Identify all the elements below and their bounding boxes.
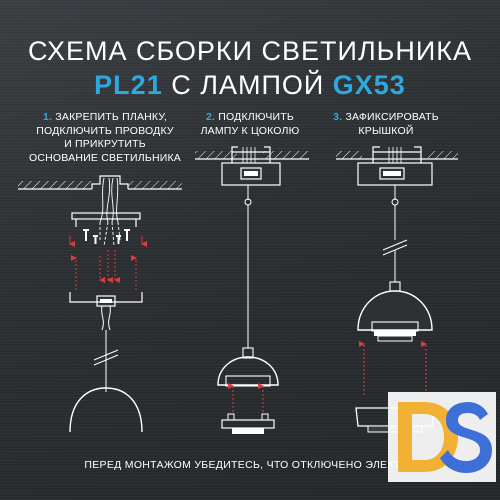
step-3-line-1: 3. ЗАФИКСИРОВАТЬ <box>333 111 439 123</box>
step-2-number: 2. <box>206 111 216 123</box>
safety-warning: ПЕРЕД МОНТАЖОМ УБЕДИТЕСЬ, ЧТО ОТКЛЮЧЕНО … <box>84 459 416 471</box>
step-1-line-2: ПОДКЛЮЧИТЬ ПРОВОДКУ <box>36 124 174 137</box>
arrows-step-2 <box>228 383 264 412</box>
model-name: PL21 <box>94 70 163 100</box>
step-3-caption: 3. ЗАФИКСИРОВАТЬ КРЫШКОЙ <box>318 111 454 138</box>
arrows-step-3 <box>359 341 427 395</box>
step-3-number: 3. <box>333 111 343 123</box>
title-line-1: СХЕМА СБОРКИ СВЕТИЛЬНИКА <box>27 36 473 66</box>
step-3-illustration <box>336 146 458 433</box>
step-1-illustration <box>18 175 182 433</box>
lampshade-3 <box>357 281 433 342</box>
step-1-line-3: И ПРИКРУТИТЬ <box>64 138 146 150</box>
fixture-base-1 <box>69 292 143 307</box>
ceiling-2 <box>195 151 309 160</box>
base-3 <box>357 146 433 186</box>
base-2 <box>221 146 281 186</box>
lamp-gx53-2 <box>221 413 275 434</box>
title-connector: С ЛАМПОЙ <box>162 70 333 100</box>
step-1-line-4: ОСНОВАНИЕ СВЕТИЛЬНИКА <box>29 151 181 164</box>
step-1-caption: 1. ЗАКРЕПИТЬ ПЛАНКУ, ПОДКЛЮЧИТЬ ПРОВОДКУ… <box>20 111 190 165</box>
step-1-line-1: 1. ЗАКРЕПИТЬ ПЛАНКУ, <box>43 111 167 123</box>
step-1-number: 1. <box>43 111 53 123</box>
arrows-step-1 <box>69 236 147 290</box>
cable-3 <box>382 185 408 282</box>
step-2-caption: 2. ПОДКЛЮЧИТЬ ЛАМПУ К ЦОКОЛЮ <box>190 111 310 138</box>
step-2-illustration <box>195 146 309 434</box>
ds-logo <box>388 392 496 482</box>
cable-2 <box>244 185 252 348</box>
screw-icons <box>83 229 130 244</box>
step-2-line-1: 2. ПОДКЛЮЧИТЬ <box>206 111 294 123</box>
step-2-line-2: ЛАМПУ К ЦОКОЛЮ <box>200 124 300 137</box>
mounting-plate <box>71 212 141 227</box>
lampshade-1 <box>69 387 143 433</box>
lampshade-2 <box>217 347 279 387</box>
cable-1 <box>93 305 119 392</box>
ceiling-1 <box>18 175 182 190</box>
title-line-2: PL21 С ЛАМПОЙ GX53 <box>0 68 500 102</box>
lamp-type: GX53 <box>332 70 406 100</box>
step-3-line-2: КРЫШКОЙ <box>358 124 414 137</box>
